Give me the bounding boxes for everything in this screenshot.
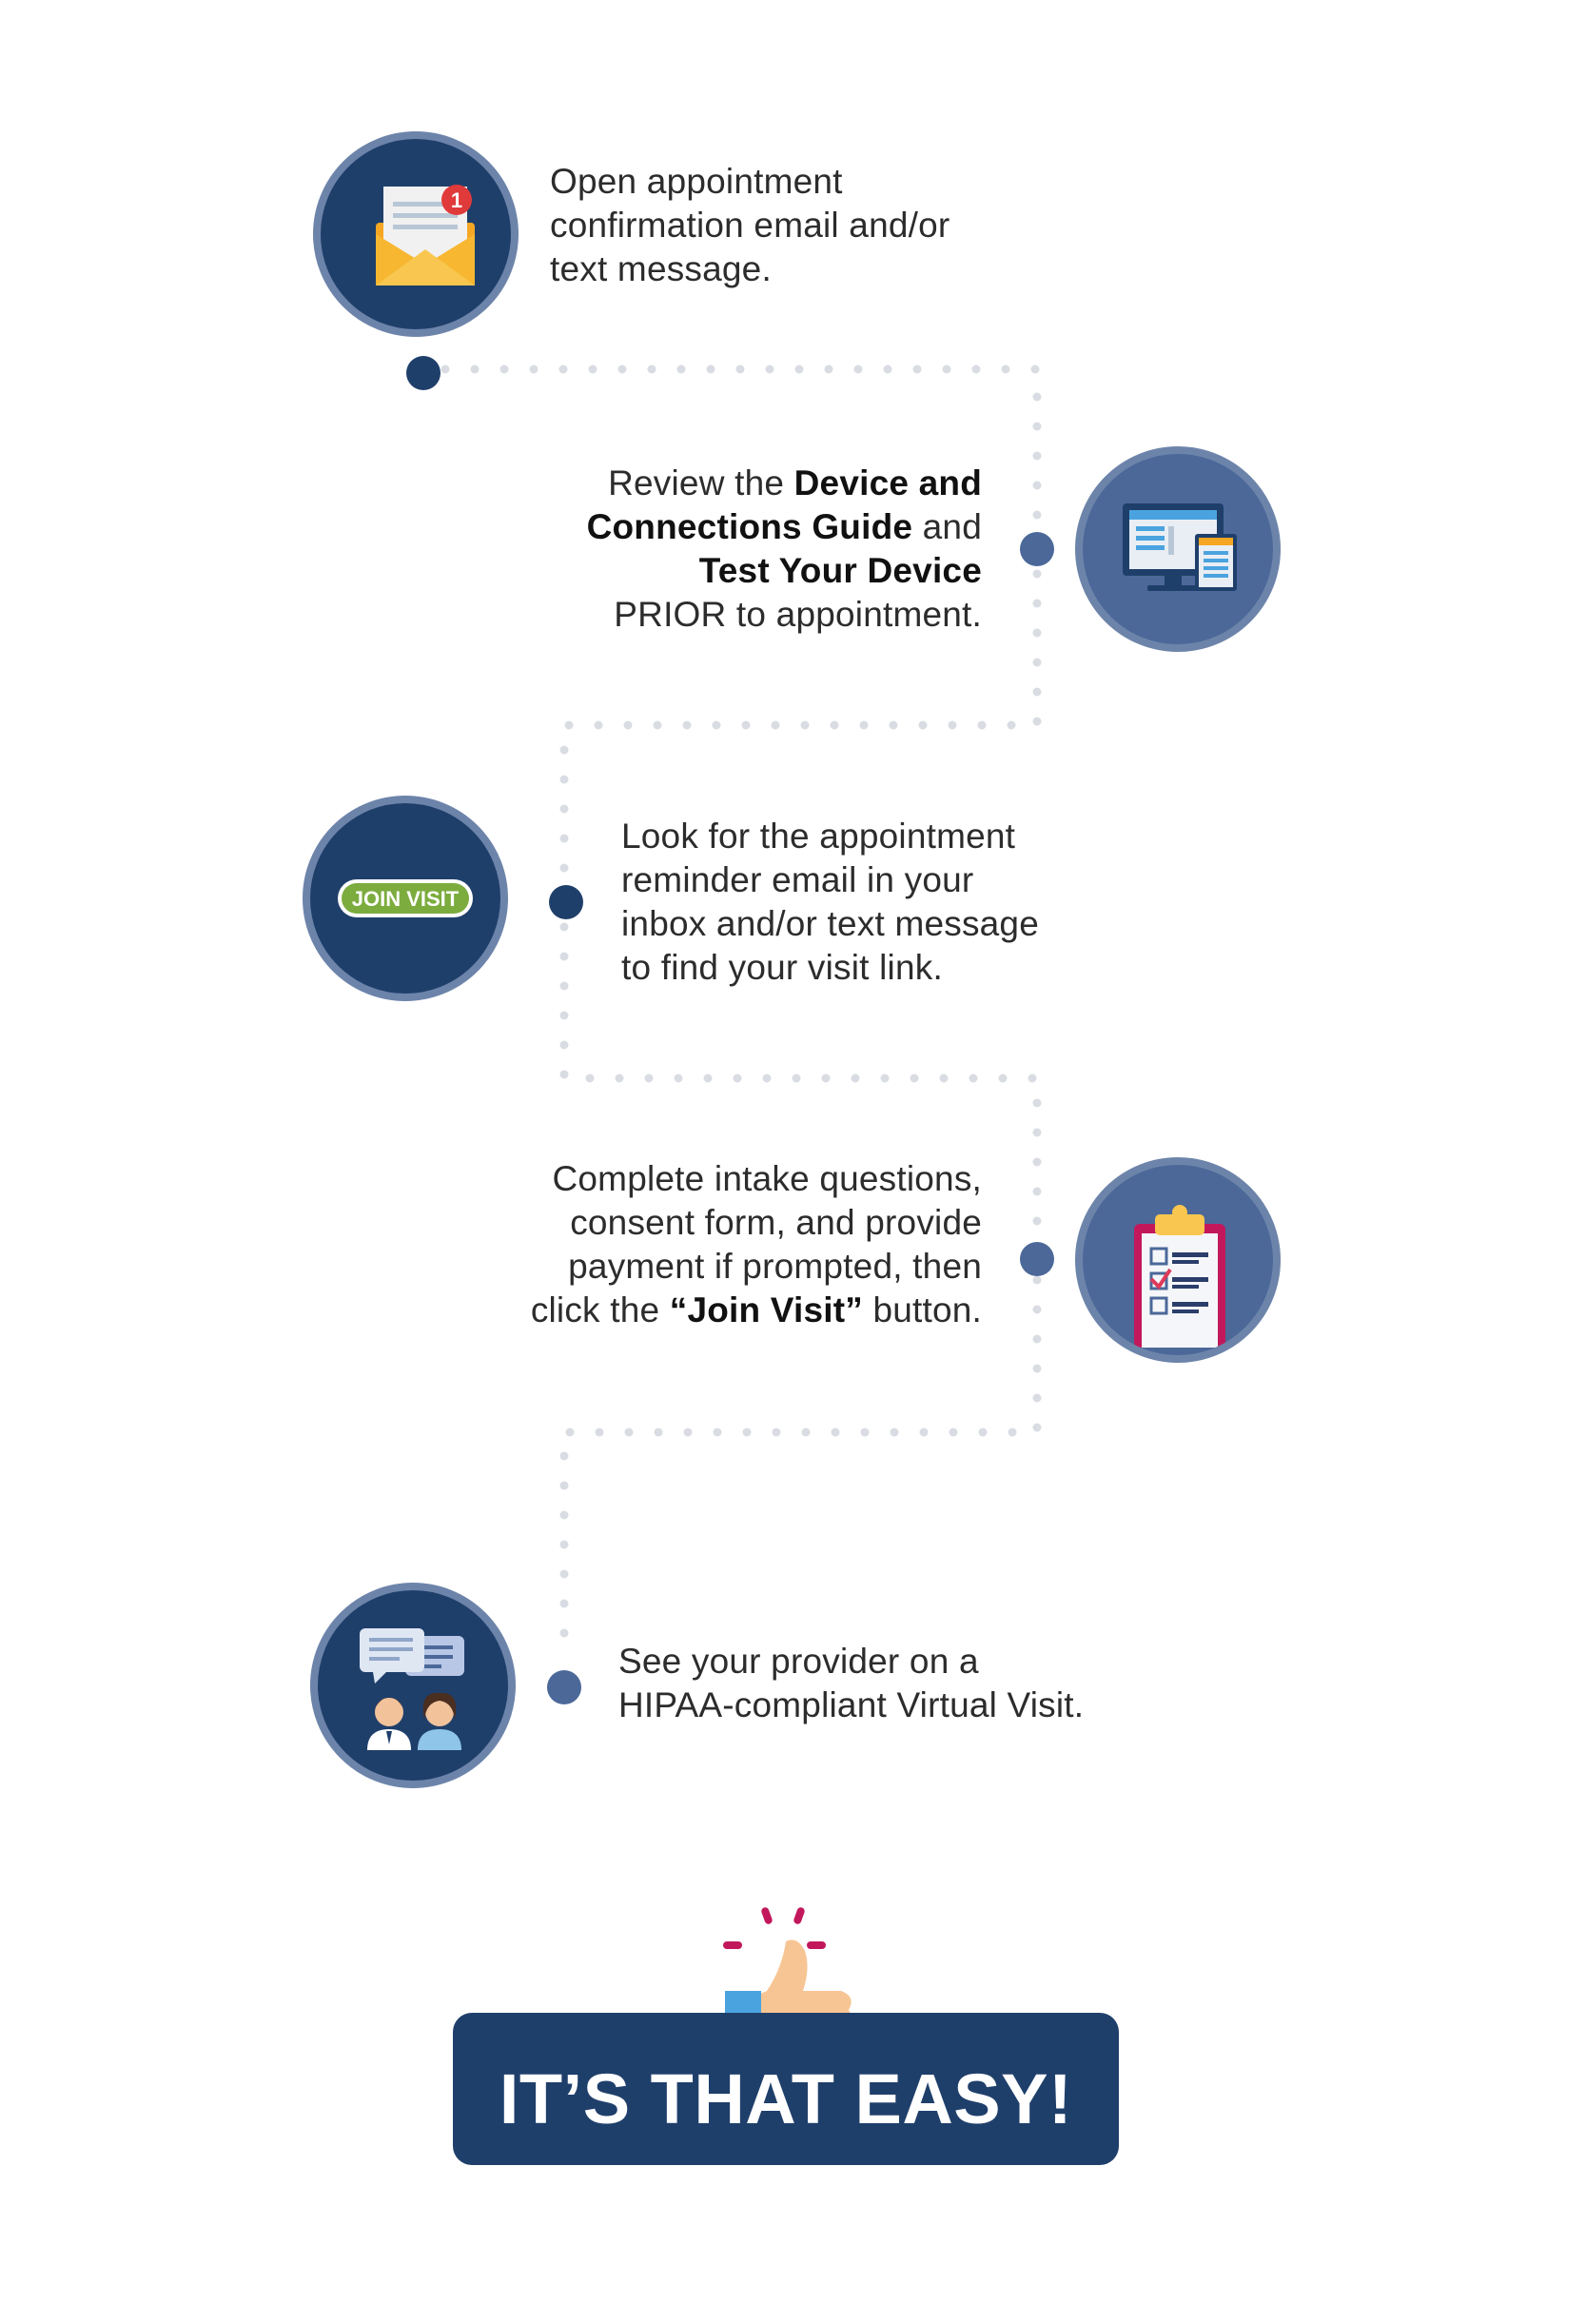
step-2-icon-circle [1075,446,1281,652]
emphasis-text: Connections Guide [586,507,913,546]
emphasis-text: Device and [793,463,982,502]
envelope-notification-icon: 1 [376,185,475,286]
timeline-node-5 [547,1670,581,1704]
step-4-icon-circle [1075,1157,1281,1363]
step-text-segment: inbox and/or text message [621,904,1039,943]
timeline-node-1 [406,356,441,390]
computer-monitor-icon [1123,503,1237,591]
step-text-segment: See your provider on a [618,1642,979,1681]
step-5-text: See your provider on a HIPAA-compliant Vi… [618,1640,1151,1727]
step-3-icon-circle: JOIN VISIT [303,796,508,1001]
step-text-segment: text message. [550,249,772,288]
join-visit-button-icon: JOIN VISIT [338,879,473,917]
timeline-node-4 [1020,1242,1054,1276]
step-5-icon-circle [310,1583,516,1788]
timeline-node-3 [549,885,583,919]
step-4-text: Complete intake questions, consent form, … [514,1157,982,1332]
step-text-segment: confirmation email and/or [550,206,950,245]
step-text-segment: consent form, and provide [570,1203,982,1242]
timeline-node-2 [1020,532,1054,566]
step-text-segment: PRIOR to appointment. [614,595,982,634]
step-3-text: Look for the appointment reminder email i… [621,815,1116,990]
its-that-easy-label: IT’S THAT EASY! [499,2058,1073,2138]
step-text-segment: button. [862,1290,982,1329]
emphasis-text: “Join Visit” [669,1290,863,1329]
step-text-segment: Look for the appointment [621,817,1016,856]
its-that-easy-banner: IT’S THAT EASY! [453,2013,1119,2165]
join-visit-button-label: JOIN VISIT [352,887,460,911]
step-text-segment: HIPAA-compliant Virtual Visit. [618,1685,1085,1724]
step-text-segment: payment if prompted, then [568,1247,982,1286]
step-text-segment: click the [530,1290,670,1329]
step-1-icon-circle: 1 [313,131,519,337]
clipboard-checklist-icon [1134,1205,1225,1348]
step-text-segment: Open appointment [550,162,843,201]
step-text-segment: Review the [608,463,794,502]
provider-chat-icon [360,1628,464,1750]
emphasis-text: Test Your Device [698,551,982,590]
step-1-text: Open appointment confirmation email and/o… [550,160,1007,291]
step-text-segment: to find your visit link. [621,948,943,987]
step-text-segment: reminder email in your [621,860,974,899]
notification-badge: 1 [451,188,462,212]
step-text-segment: Complete intake questions, [552,1159,982,1198]
step-text-segment: and [912,507,982,546]
